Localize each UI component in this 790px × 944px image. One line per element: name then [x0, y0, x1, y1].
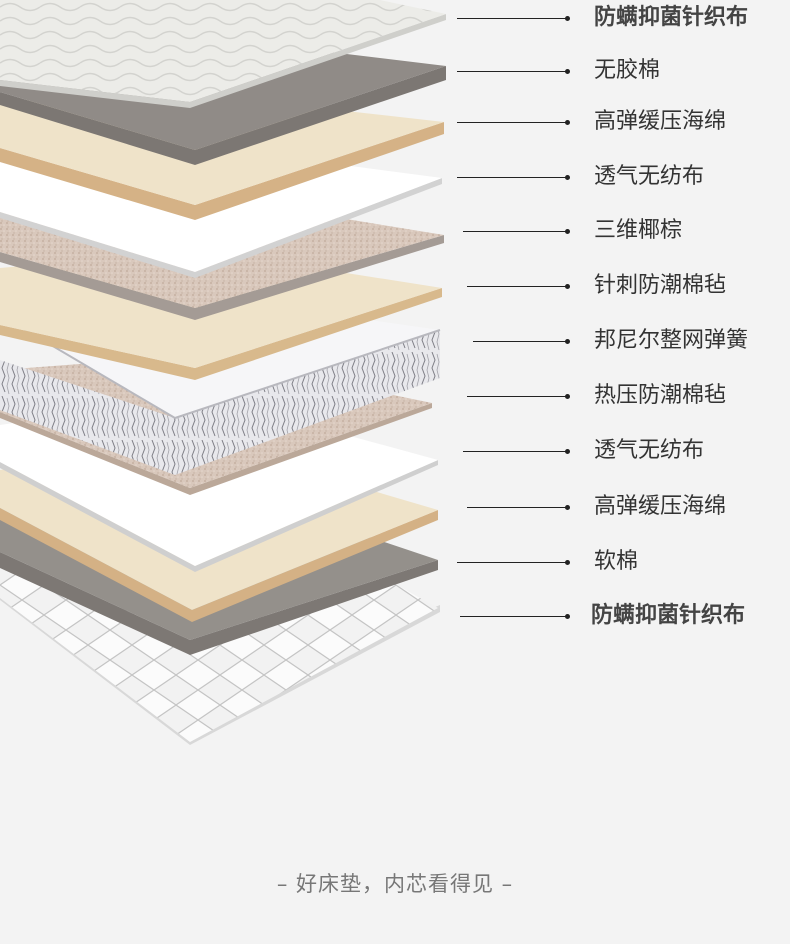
- leader-line: [460, 616, 566, 617]
- leader-line: [467, 396, 566, 397]
- leader-line: [457, 562, 566, 563]
- leader-dot: [565, 394, 570, 399]
- leader-line: [457, 18, 566, 19]
- layer-label: 三维椰棕: [594, 218, 683, 243]
- footer-slogan: – 好床垫，内芯看得见 –: [276, 872, 514, 896]
- leader-dot: [565, 560, 570, 565]
- leader-dot: [565, 16, 570, 21]
- leader-line: [467, 507, 566, 508]
- leader-dot: [565, 69, 570, 74]
- leader-dot: [565, 449, 570, 454]
- leader-dot: [565, 120, 570, 125]
- layer-label: 热压防潮棉毡: [594, 383, 727, 408]
- leader-line: [467, 286, 566, 287]
- leader-line: [473, 341, 566, 342]
- layer-label: 防螨抑菌针织布: [594, 5, 749, 30]
- leader-dot: [565, 175, 570, 180]
- leader-dot: [565, 229, 570, 234]
- leader-line: [457, 71, 566, 72]
- layer-label: 针刺防潮棉毡: [594, 273, 727, 298]
- layer-label: 无胶棉: [594, 58, 661, 83]
- layer-label: 邦尼尔整网弹簧: [594, 328, 749, 353]
- layer-label: 高弹缓压海绵: [594, 494, 727, 519]
- leader-line: [463, 231, 566, 232]
- knit-fabric-top-layer: [0, 0, 446, 108]
- layer-label: 透气无纺布: [594, 164, 705, 189]
- leader-line: [457, 177, 566, 178]
- leader-dot: [565, 614, 570, 619]
- leader-dot: [565, 339, 570, 344]
- layer-label: 软棉: [594, 549, 639, 574]
- leader-line: [463, 451, 566, 452]
- layer-label: 防螨抑菌针织布: [591, 603, 746, 628]
- leader-dot: [565, 505, 570, 510]
- layer-label: 高弹缓压海绵: [594, 109, 727, 134]
- leader-dot: [565, 284, 570, 289]
- layer-label: 透气无纺布: [594, 438, 705, 463]
- leader-line: [457, 122, 566, 123]
